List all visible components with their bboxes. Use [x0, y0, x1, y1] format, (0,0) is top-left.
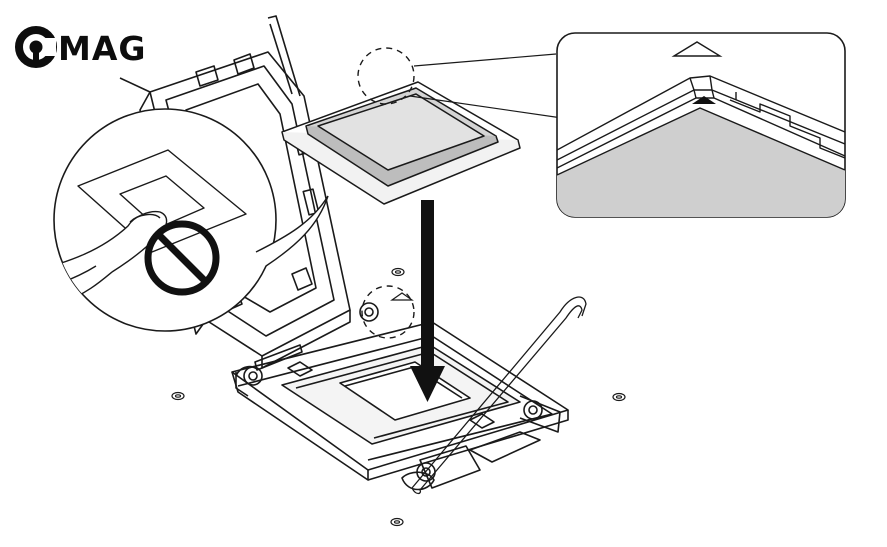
mounting-hole: [171, 391, 185, 401]
mounting-hole: [612, 392, 626, 402]
triangle-alignment-icon: [671, 41, 723, 57]
mounting-hole: [390, 517, 404, 527]
alignment-marker-cpu: [357, 47, 415, 105]
do-not-touch-callout: [53, 108, 329, 332]
retention-lever: [411, 296, 587, 495]
triangle-alignment-icon: [390, 292, 414, 301]
zoom-inset-corner-detail: [556, 32, 846, 218]
mounting-hole: [391, 267, 405, 277]
c-mag-logo-icon: [15, 26, 57, 68]
down-arrow-icon: [410, 200, 445, 402]
alignment-marker-socket: [361, 285, 415, 339]
prohibition-icon: [144, 220, 220, 296]
brand-logo: MAG: [15, 26, 146, 68]
cpu-socket: [231, 302, 569, 491]
cpu-chip: [281, 81, 521, 205]
zoom-connector-lines: [409, 53, 563, 119]
mounting-holes: [171, 267, 626, 527]
logo-wordmark: MAG: [58, 29, 146, 68]
